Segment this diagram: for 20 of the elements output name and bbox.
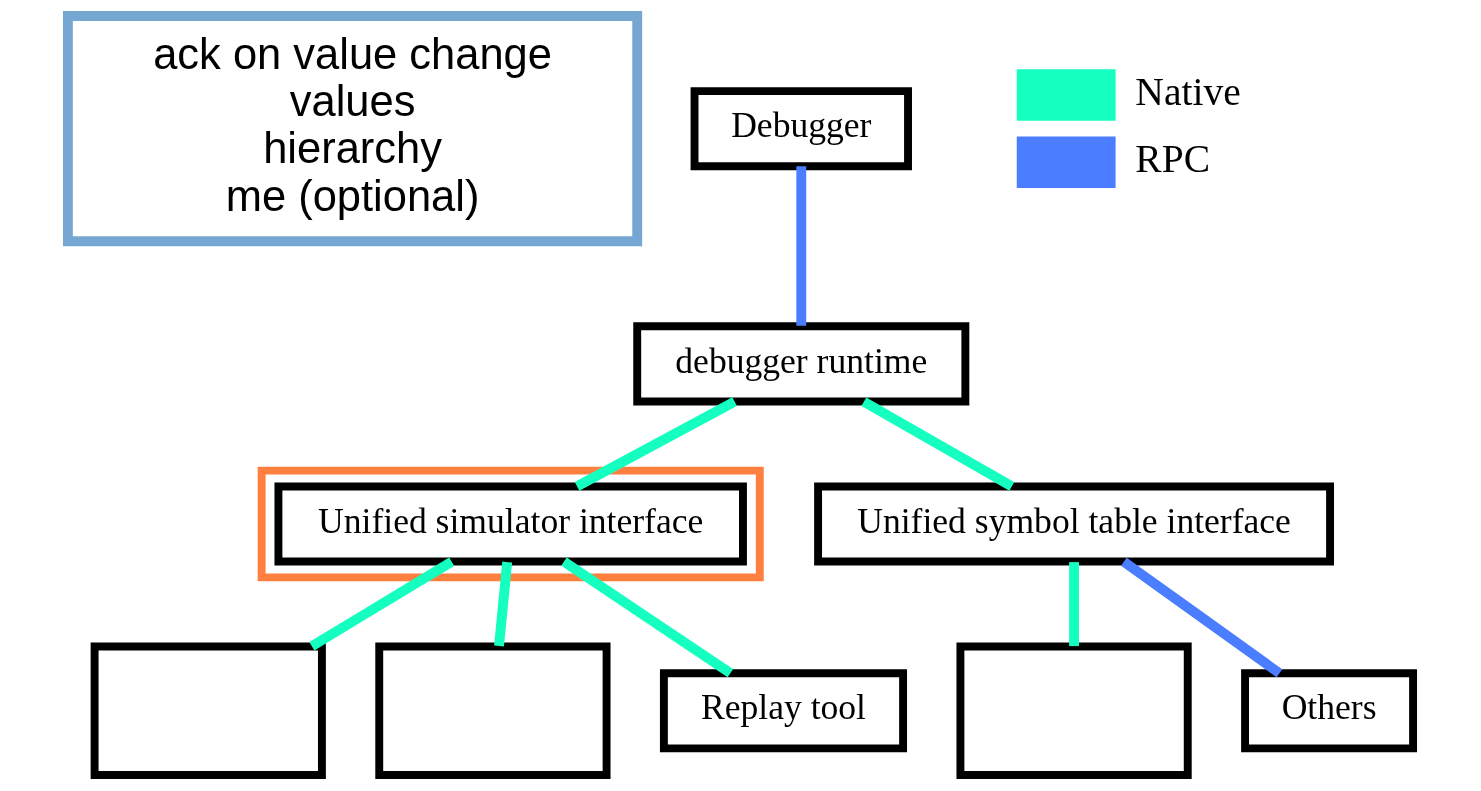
node-box	[90, 642, 326, 779]
legend-label: RPC	[1135, 137, 1211, 182]
connector	[861, 397, 1015, 491]
node-box	[956, 642, 1192, 779]
node-box: Unified simulator interface	[274, 482, 747, 566]
connector	[574, 397, 737, 491]
cluster	[257, 466, 764, 582]
legend-label: Native	[1135, 69, 1241, 114]
connector	[796, 166, 807, 326]
connector	[1069, 562, 1079, 647]
node-box: Others	[1241, 669, 1418, 753]
node-box: Debugger	[690, 87, 912, 171]
node-box: Replay tool	[659, 669, 908, 753]
node-box: ack on value change values hierarchy me (optional)	[62, 11, 643, 247]
node-box	[375, 642, 611, 779]
connector	[1120, 557, 1283, 678]
connector	[309, 557, 455, 651]
node-box: Unified symbol table interface	[814, 482, 1335, 566]
node-box: debugger runtime	[633, 322, 970, 406]
connector	[561, 557, 734, 678]
